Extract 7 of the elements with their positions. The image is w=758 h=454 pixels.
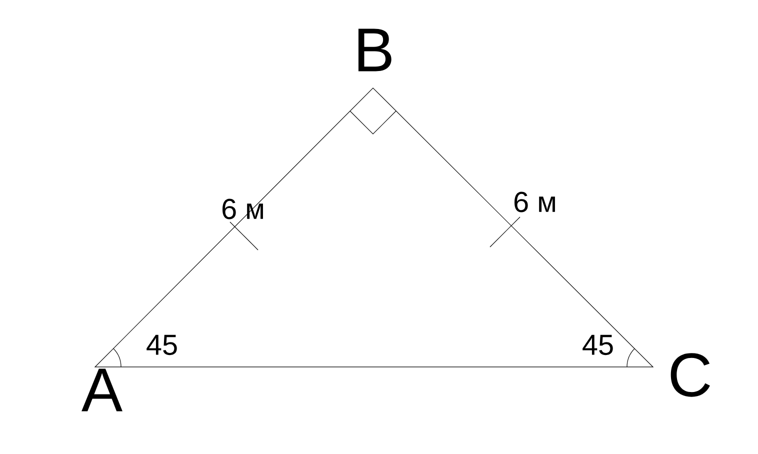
vertex-label: B <box>358 28 392 72</box>
vertex-label: A <box>82 368 122 412</box>
angle-label: 45 <box>146 334 177 356</box>
length-label: 6 м <box>222 198 263 220</box>
length-label: 6 м <box>514 192 555 212</box>
vertex-label: C <box>670 353 710 397</box>
angle-label: 45 <box>582 334 613 356</box>
